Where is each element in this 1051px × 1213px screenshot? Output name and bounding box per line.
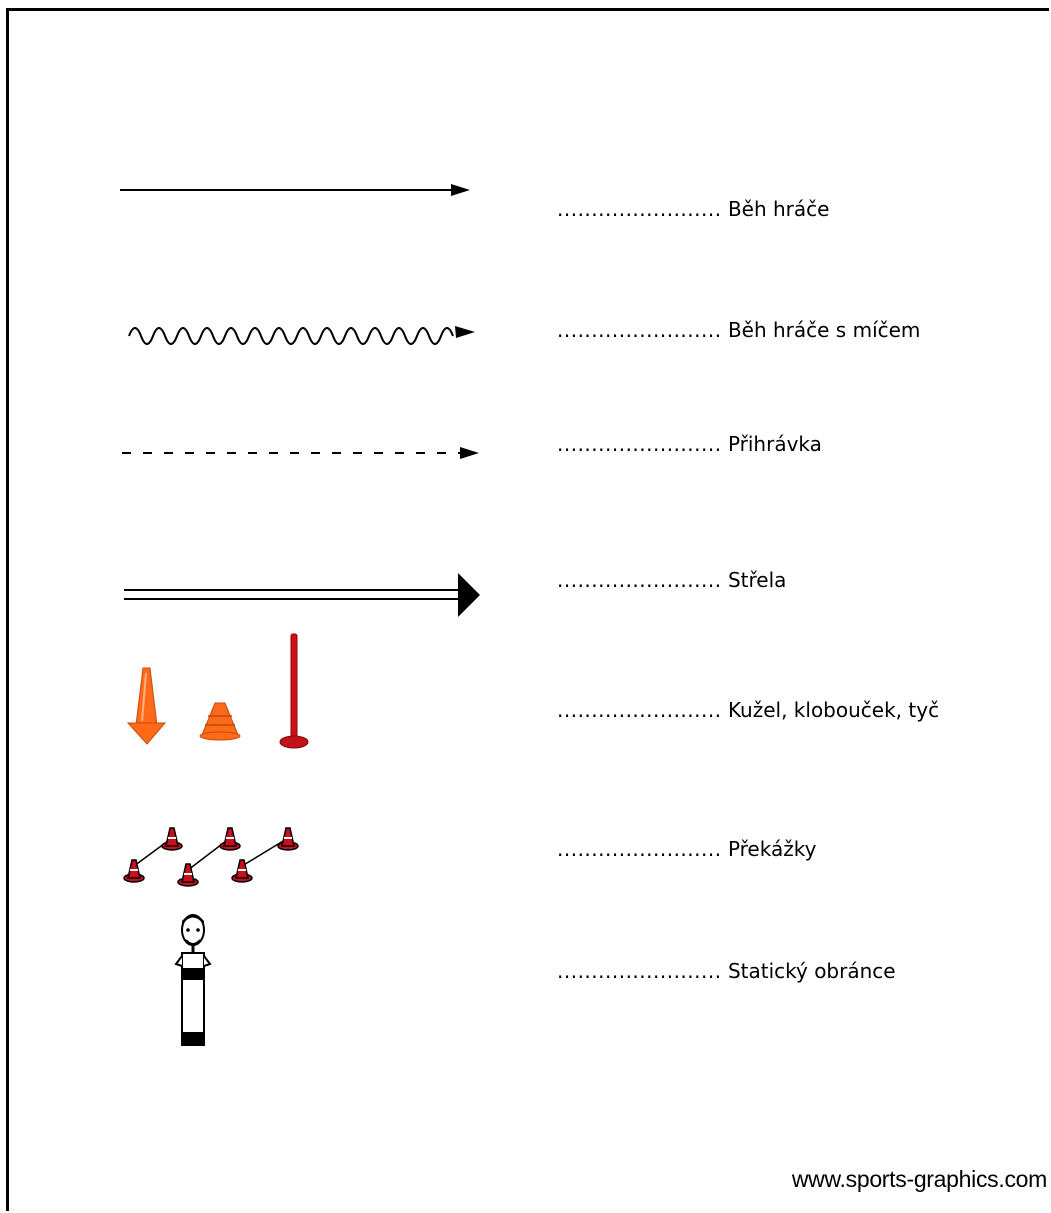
legend-label-dribble: Běh hráče s míčem bbox=[727, 318, 921, 342]
leader-dots: ........................ bbox=[557, 318, 722, 342]
legend-row-run: ........................ Běh hráče bbox=[557, 196, 829, 222]
static-defender-icon bbox=[174, 914, 212, 1046]
leader-dots: ........................ bbox=[557, 837, 722, 861]
double-arrow-icon bbox=[124, 573, 480, 617]
cone-icon bbox=[126, 667, 167, 745]
leader-dots: ........................ bbox=[557, 698, 722, 722]
leader-dots: ........................ bbox=[557, 568, 722, 592]
legend-row-static-defender: ........................ Statický obránc… bbox=[557, 958, 896, 984]
legend-row-dribble: ........................ Běh hráče s míč… bbox=[557, 317, 920, 343]
legend-label-hurdles: Překážky bbox=[727, 837, 817, 861]
dashed-arrow-icon bbox=[122, 447, 479, 459]
hurdle-bar bbox=[241, 837, 289, 867]
wavy-arrow-icon bbox=[128, 326, 475, 345]
hat-icon bbox=[199, 702, 241, 741]
legend-label-run: Běh hráče bbox=[727, 197, 830, 221]
leader-dots: ........................ bbox=[557, 959, 722, 983]
solid-arrow-icon bbox=[120, 184, 470, 196]
leader-dots: ........................ bbox=[557, 197, 722, 221]
legend-row-shot: ........................ Střela bbox=[557, 567, 786, 593]
leader-dots: ........................ bbox=[557, 432, 722, 456]
pole-icon bbox=[279, 633, 309, 749]
legend-row-pass: ........................ Přihrávka bbox=[557, 431, 822, 457]
legend-row-cone-hat-pole: ........................ Kužel, klobouče… bbox=[557, 697, 939, 723]
legend-label-shot: Střela bbox=[727, 568, 787, 592]
legend-row-hurdles: ........................ Překážky bbox=[557, 836, 816, 862]
legend-label-pass: Přihrávka bbox=[727, 432, 822, 456]
hurdles-icon bbox=[123, 827, 299, 887]
legend-label-cone-hat-pole: Kužel, klobouček, tyč bbox=[727, 698, 940, 722]
website-credit: www.sports-graphics.com bbox=[791, 1166, 1047, 1192]
diagram-frame bbox=[6, 8, 1049, 1211]
legend-label-static-defender: Statický obránce bbox=[727, 959, 896, 983]
